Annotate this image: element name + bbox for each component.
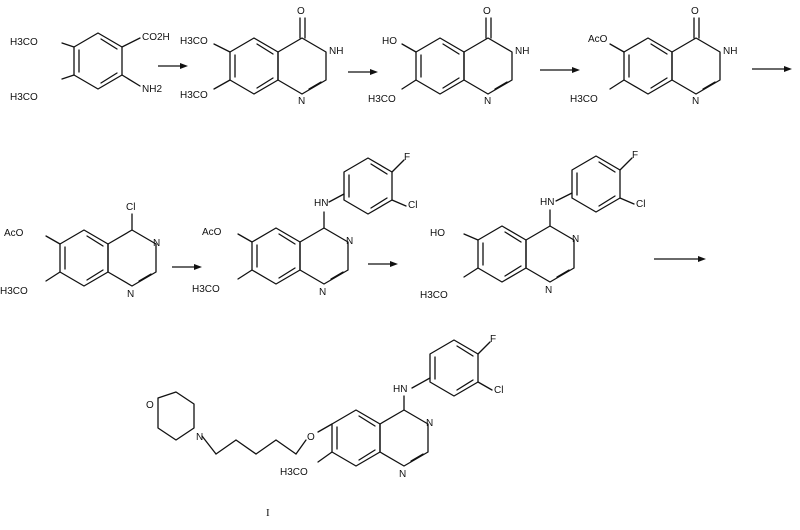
- reaction-arrow: [654, 256, 706, 262]
- n-label: N: [298, 96, 305, 107]
- reaction-arrow: [752, 66, 792, 72]
- carbonyl-oxygen: O: [691, 6, 699, 17]
- fluoro-label: F: [404, 152, 410, 163]
- ether-oxygen: O: [307, 432, 315, 443]
- chloro-label: Cl: [636, 199, 645, 210]
- n3-label: N: [426, 418, 433, 429]
- chloro-label: Cl: [408, 200, 417, 211]
- substituent-bottom: H3CO: [0, 286, 28, 297]
- substituent-bottom: H3CO: [180, 90, 208, 101]
- carbonyl-oxygen: O: [297, 6, 305, 17]
- substituent-bottom: H3CO: [420, 290, 448, 301]
- chloro-label: Cl: [494, 385, 503, 396]
- substituent-top: AcO: [202, 227, 222, 238]
- reaction-arrow: [172, 264, 202, 270]
- molecule-acetoxyquinazolinone: O NH N AcO H3CO: [570, 6, 737, 107]
- substituent-top: AcO: [588, 34, 608, 45]
- n3-label: N: [572, 234, 579, 245]
- n3-label: N: [153, 238, 160, 249]
- nh-label: NH: [723, 46, 737, 57]
- substituent-bottom: H3CO: [570, 94, 598, 105]
- nh-label: NH: [515, 46, 529, 57]
- substituent-bottom: H3CO: [368, 94, 396, 105]
- reaction-arrow: [540, 67, 580, 73]
- fluoro-label: F: [632, 150, 638, 161]
- molecule-gefitinib: O N O HN F Cl N N H3CO: [146, 334, 503, 480]
- substituent-top: HO: [430, 228, 445, 239]
- carbonyl-oxygen: O: [483, 6, 491, 17]
- compound-label: I: [266, 507, 270, 519]
- substituent-top: H3CO: [10, 37, 38, 48]
- acid-label: CO2H: [142, 32, 170, 43]
- molecule-chloroquinazoline: Cl N N AcO H3CO: [0, 202, 160, 300]
- chloro-label: Cl: [126, 202, 135, 213]
- nh-linker-label: HN: [393, 384, 407, 395]
- n-label: N: [484, 96, 491, 107]
- substituent-top: H3CO: [180, 36, 208, 47]
- n1-label: N: [545, 285, 552, 296]
- reaction-arrow: [368, 261, 398, 267]
- n1-label: N: [127, 289, 134, 300]
- n1-label: N: [399, 469, 406, 480]
- molecule-acetoxy-anilinoquinazoline: HN F Cl N N AcO H3CO: [192, 152, 417, 298]
- n3-label: N: [346, 236, 353, 247]
- reaction-arrow: [158, 63, 188, 69]
- amine-label: NH2: [142, 84, 162, 95]
- fluoro-label: F: [490, 334, 496, 345]
- substituent-bottom: H3CO: [192, 284, 220, 295]
- reaction-arrow: [348, 69, 378, 75]
- morpholine-nitrogen: N: [196, 432, 203, 443]
- substituent-top: AcO: [4, 228, 24, 239]
- nh-label: NH: [329, 46, 343, 57]
- morpholine-oxygen: O: [146, 400, 154, 411]
- nh-linker-label: HN: [540, 197, 554, 208]
- n-label: N: [692, 96, 699, 107]
- substituent-top: HO: [382, 36, 397, 47]
- molecule-anthranilic-acid: H3CO H3CO CO2H NH2: [10, 32, 170, 103]
- molecule-hydroxyquinazolinone: O NH N HO H3CO: [368, 6, 529, 107]
- substituent-bottom: H3CO: [280, 467, 308, 478]
- substituent-bottom: H3CO: [10, 92, 38, 103]
- nh-linker-label: HN: [314, 198, 328, 209]
- n1-label: N: [319, 287, 326, 298]
- molecule-dimethoxyquinazolinone: O NH N H3CO H3CO: [180, 6, 343, 107]
- molecule-hydroxy-anilinoquinazoline: HN F Cl N N HO H3CO: [420, 150, 645, 301]
